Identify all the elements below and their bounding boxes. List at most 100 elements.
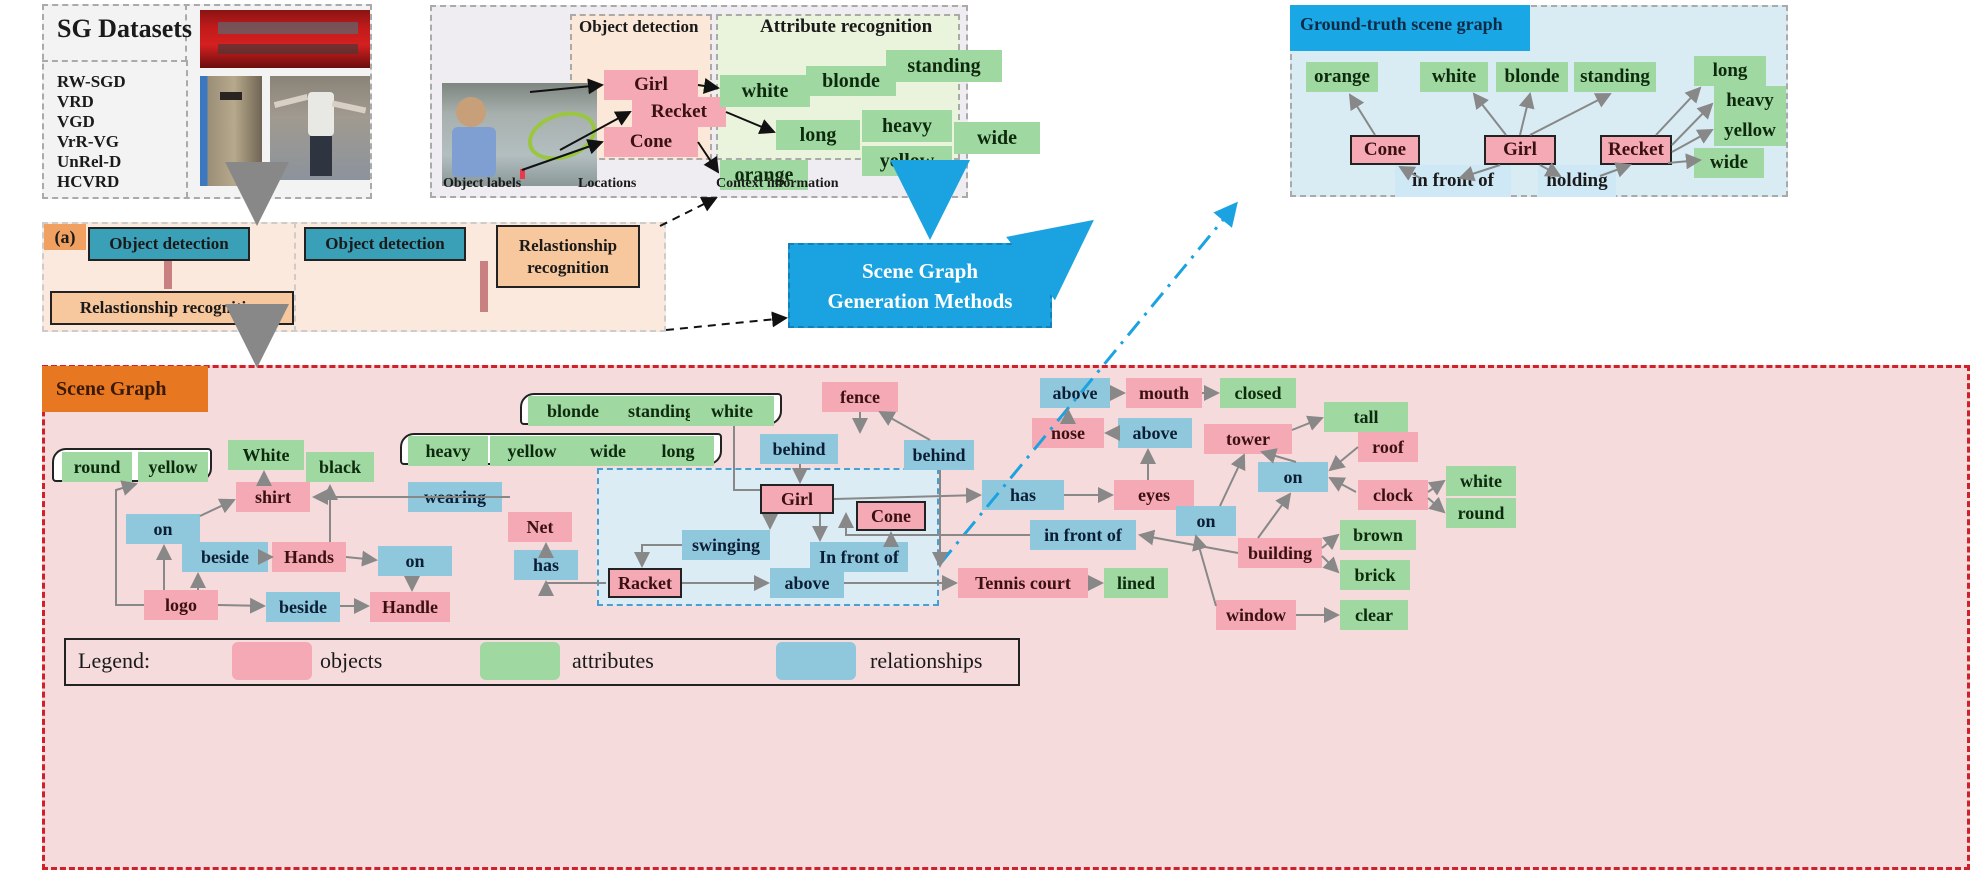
sg-rel-above-nose: above xyxy=(1118,418,1192,448)
object-detection-title: Object detection xyxy=(579,17,699,36)
attribute-white: white xyxy=(720,75,810,107)
sg-rel-in-front-cone: In front of xyxy=(810,542,908,572)
sg-attr-brown: brown xyxy=(1340,520,1416,550)
attribute-heavy: heavy xyxy=(862,110,952,142)
sg-attr-closed: closed xyxy=(1220,378,1296,408)
sg-rel-beside-logo: beside xyxy=(266,592,340,622)
datasets-list: RW-SGD VRD VGD VrR-VG UnRel-D HCVRD xyxy=(57,72,126,192)
scene-graph-generation-methods: Scene Graph Generation Methods xyxy=(788,243,1052,328)
sg-object-hands: Hands xyxy=(272,542,346,572)
legend-title: Legend: xyxy=(78,648,151,673)
approach-left-object-detection: Object detection xyxy=(88,227,250,261)
sg-attr-yellow-racket: yellow xyxy=(490,436,574,466)
methods-line-2: Generation Methods xyxy=(827,288,1013,313)
sg-rel-behind-fence: behind xyxy=(760,434,838,464)
sg-attr-round: round xyxy=(62,452,132,482)
sg-object-logo: logo xyxy=(144,590,218,620)
sg-rel-on-hands: on xyxy=(378,546,452,576)
label-locations: Locations xyxy=(578,176,637,191)
sg-attr-blonde: blonde xyxy=(528,396,618,426)
sg-object-mouth: mouth xyxy=(1126,378,1202,408)
skater-photo xyxy=(270,76,370,180)
gt-attr-blonde: blonde xyxy=(1496,62,1568,92)
gt-attr-long: long xyxy=(1694,56,1766,86)
methods-line-1: Scene Graph xyxy=(861,258,979,283)
sg-rel-on-logo: on xyxy=(126,514,200,544)
attribute-orange: orange xyxy=(720,160,808,190)
attribute-blonde: blonde xyxy=(806,66,896,96)
detected-object-cone: Cone xyxy=(604,127,698,157)
sg-attr-white-girl: white xyxy=(690,396,774,426)
gt-relation-in-front-of: in front of xyxy=(1395,165,1511,197)
dataset-item: RW-SGD xyxy=(57,72,126,91)
sg-object-handle: Handle xyxy=(370,592,450,622)
legend-label-objects: objects xyxy=(320,648,383,673)
sg-rel-wearing: wearing xyxy=(408,482,502,512)
attribute-wide: wide xyxy=(954,122,1040,154)
sg-object-girl: Girl xyxy=(760,484,834,514)
dataset-item: VrR-VG xyxy=(57,132,119,151)
gt-relation-holding: holding xyxy=(1538,165,1616,197)
sg-rel-has-eyes: has xyxy=(982,480,1064,510)
sg-object-tower: tower xyxy=(1204,424,1292,454)
sg-object-shirt: shirt xyxy=(236,482,310,512)
relationship-recognition-label: Relastionship recognition xyxy=(518,235,618,277)
dataset-item: VGD xyxy=(57,112,95,131)
approaches-divider xyxy=(294,222,296,332)
legend-swatch-attributes xyxy=(480,642,560,680)
detected-object-racket: Recket xyxy=(632,97,726,127)
sg-rel-has: has xyxy=(514,550,578,580)
sg-attr-lined: lined xyxy=(1104,568,1168,598)
label-context-information: Context information xyxy=(716,176,839,191)
connector-arrow xyxy=(1006,219,1094,301)
gt-object-girl: Girl xyxy=(1484,135,1556,165)
gt-attr-wide: wide xyxy=(1694,148,1764,178)
ground-truth-title: Ground-truth scene graph xyxy=(1300,14,1503,34)
connector-arrow xyxy=(659,197,718,227)
sg-object-fence: fence xyxy=(822,382,898,412)
sg-rel-behind-court: behind xyxy=(904,440,974,470)
sg-attr-heavy: heavy xyxy=(408,436,488,466)
bus-photo xyxy=(200,10,370,68)
sg-object-racket: Racket xyxy=(608,568,682,598)
sg-rel-above-mouth: above xyxy=(1040,378,1110,408)
approach-right-object-detection: Object detection xyxy=(304,227,466,261)
sg-object-cone: Cone xyxy=(856,501,926,531)
ground-truth-header xyxy=(1290,5,1530,51)
dataset-item: VRD xyxy=(57,92,94,111)
sg-object-clock: clock xyxy=(1358,480,1428,510)
gt-attr-heavy: heavy xyxy=(1714,86,1786,116)
gt-attr-yellow: yellow xyxy=(1714,116,1786,146)
sg-rel-on-tower: on xyxy=(1176,506,1236,536)
sg-object-building: building xyxy=(1238,538,1322,568)
legend-label-attributes: attributes xyxy=(572,648,654,673)
sg-rel-on-roof: on xyxy=(1258,462,1328,492)
sg-attr-wide: wide xyxy=(574,436,642,466)
sg-attr-black: black xyxy=(306,452,374,482)
datasets-images-divider xyxy=(186,60,188,198)
datasets-title-box xyxy=(42,4,187,62)
dataset-item: UnRel-D xyxy=(57,152,122,171)
sg-attr-yellow-logo: yellow xyxy=(138,452,208,482)
datasets-title: SG Datasets xyxy=(57,14,193,43)
legend-label-relationships: relationships xyxy=(870,648,983,673)
approach-tag: (a) xyxy=(44,224,86,250)
gt-object-racket: Recket xyxy=(1600,135,1672,165)
sg-attr-standing: standing xyxy=(618,396,704,426)
sg-rel-above-racket: above xyxy=(770,568,844,598)
label-object-labels: Object labels xyxy=(443,176,522,191)
tennis-girl-photo xyxy=(442,83,603,186)
connector-arrow xyxy=(665,311,788,331)
sg-object-tennis-court: Tennis court xyxy=(958,568,1088,598)
sg-object-roof: roof xyxy=(1358,432,1418,462)
sg-attr-clear: clear xyxy=(1340,600,1408,630)
legend-swatch-relationships xyxy=(776,642,856,680)
sg-rel-beside-hands: beside xyxy=(182,542,268,572)
sg-object-net: Net xyxy=(508,512,572,542)
detected-object-girl: Girl xyxy=(604,70,698,100)
attribute-standing: standing xyxy=(886,50,1002,82)
sg-attr-white-shirt: White xyxy=(228,440,304,470)
gt-object-cone: Cone xyxy=(1350,135,1420,165)
attribute-recognition-title: Attribute recognition xyxy=(760,16,933,37)
gt-attr-white: white xyxy=(1420,62,1488,92)
